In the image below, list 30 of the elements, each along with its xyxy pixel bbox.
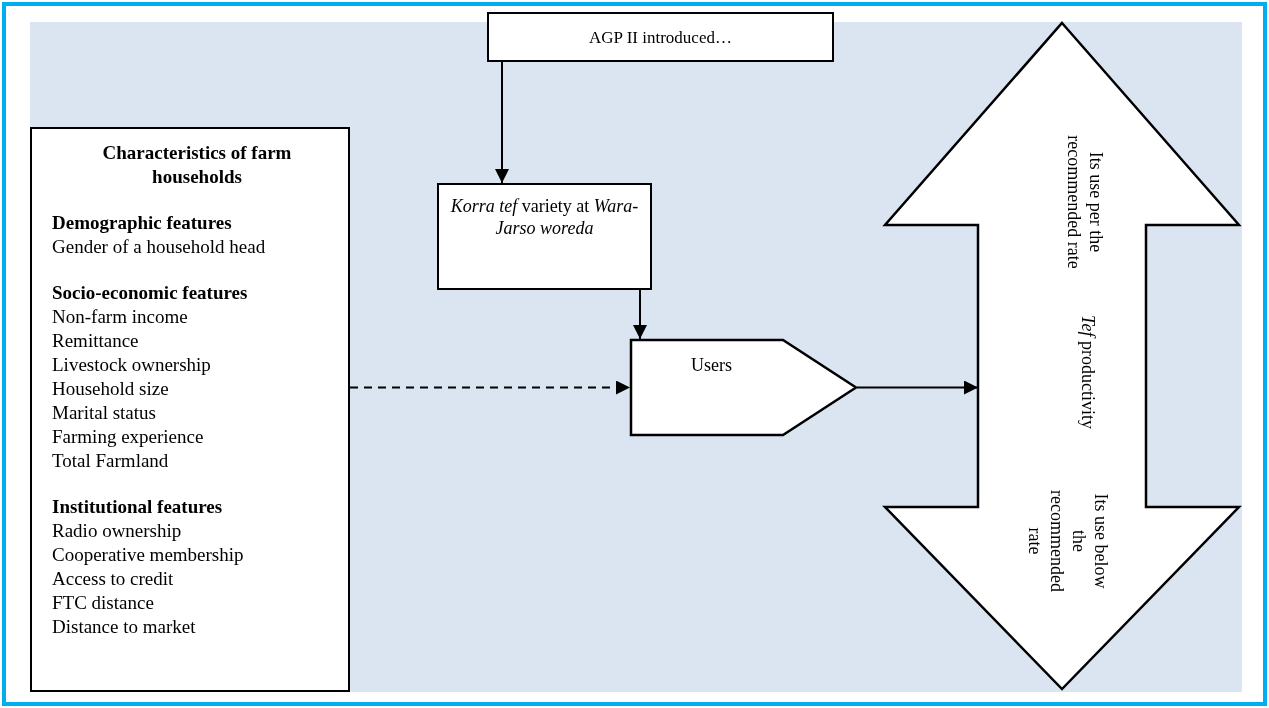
list-item: Gender of a household head <box>52 235 267 259</box>
box-text: Users <box>690 355 733 376</box>
section-heading: Socio-economic features <box>52 281 249 305</box>
list-item: Total Farmland <box>52 449 170 473</box>
section-heading: Institutional features <box>52 495 224 519</box>
arrow <box>349 380 631 395</box>
list-item: Access to credit <box>52 567 175 591</box>
list-item: Marital status <box>52 401 157 425</box>
list-item: FTC distance <box>52 591 155 615</box>
arrow <box>495 61 509 184</box>
box-heading: Characteristics of farm households <box>101 141 293 189</box>
list-item: Livestock ownership <box>52 353 212 377</box>
list-item: Farming experience <box>52 425 205 449</box>
arrow-text: Its use below the recommended rate <box>1024 489 1112 594</box>
process-box <box>487 12 834 62</box>
arrow-text: Its use per the recommended rate <box>1063 134 1107 271</box>
list-item: Non-farm income <box>52 305 189 329</box>
list-item: Radio ownership <box>52 519 183 543</box>
arrow-text: Tef productivity <box>1077 315 1099 429</box>
list-item: Cooperative membership <box>52 543 245 567</box>
list-item: Remittance <box>52 329 140 353</box>
process-box <box>30 127 350 692</box>
list-item: Household size <box>52 377 170 401</box>
box-text: Korra tef variety at Wara-Jarso woreda <box>449 195 640 239</box>
arrow <box>633 289 647 340</box>
process-box <box>437 183 652 290</box>
arrow <box>856 380 979 395</box>
list-item: Distance to market <box>52 615 197 639</box>
section-heading: Demographic features <box>52 211 233 235</box>
box-text: AGP II introduced… <box>588 27 733 49</box>
